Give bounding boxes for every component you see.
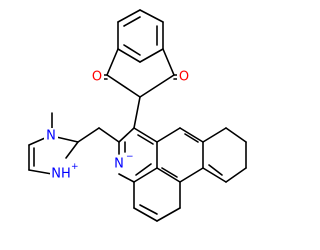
bonds: [28, 9, 247, 222]
atom-labels: O O N NH + N −: [44, 69, 191, 182]
bond: [184, 133, 199, 143]
atom-symbol: N: [46, 129, 56, 144]
bond: [28, 137, 46, 146]
bond: [28, 169, 53, 175]
bond: [133, 127, 158, 143]
bond: [202, 167, 227, 183]
bond: [117, 48, 141, 63]
bond: [179, 127, 204, 143]
atom-symbol: O: [179, 70, 189, 85]
bond: [161, 167, 178, 178]
bond: [208, 164, 223, 176]
atom-symbol: N: [114, 157, 124, 172]
bond: [139, 9, 164, 23]
bond: [162, 48, 175, 76]
bond: [225, 167, 247, 183]
bond: [139, 48, 164, 63]
bond: [225, 127, 247, 143]
atom-charge: −: [126, 152, 134, 162]
bond: [156, 127, 181, 143]
bond: [106, 74, 141, 98]
nitrogen-atom-imidazolium: NH +: [50, 162, 79, 182]
atom-symbol: NH: [51, 167, 71, 182]
bond: [117, 9, 141, 23]
bond: [179, 167, 204, 183]
bond: [156, 167, 181, 183]
bond: [135, 163, 152, 176]
bond: [133, 96, 141, 129]
bond: [133, 207, 158, 222]
bond: [123, 16, 141, 27]
bond: [139, 74, 175, 98]
bond: [133, 167, 158, 183]
bond: [156, 207, 181, 222]
atom-charge: +: [71, 162, 79, 172]
bond: [123, 44, 141, 56]
bond: [65, 141, 79, 159]
bond: [98, 127, 120, 143]
nitrogen-atom-ring-anion: N −: [112, 152, 134, 172]
chemical-structure-diagram: O O N NH + N −: [28, 9, 247, 222]
oxygen-atom-top-right: O: [177, 69, 191, 85]
bond: [137, 134, 154, 145]
nitrogen-atom-methyl: N: [44, 128, 58, 144]
oxygen-atom-top-left: O: [90, 69, 104, 85]
bond: [106, 48, 119, 76]
atom-symbol: O: [92, 70, 102, 85]
bond: [202, 127, 227, 143]
bond: [77, 127, 100, 143]
bond: [139, 204, 158, 215]
bond: [118, 173, 135, 183]
bond: [118, 127, 135, 143]
